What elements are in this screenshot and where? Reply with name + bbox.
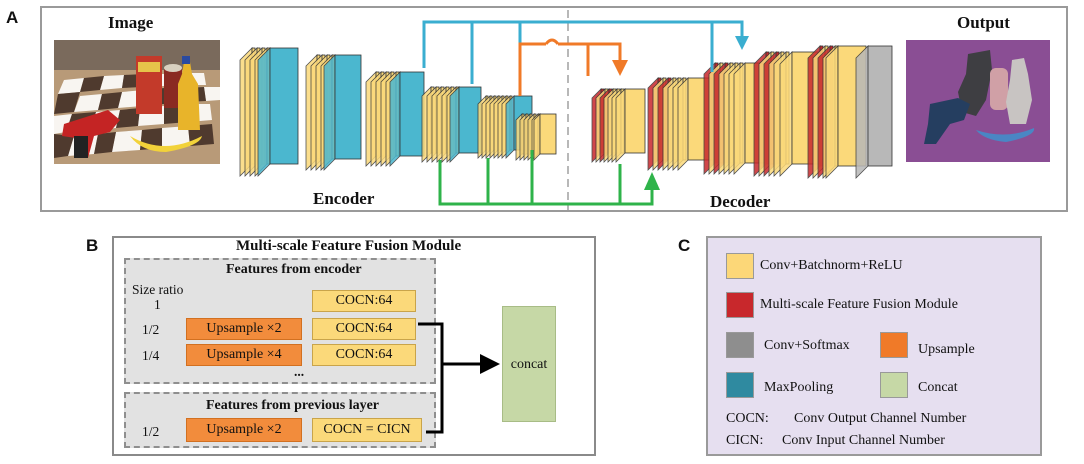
decoder-label: Decoder: [710, 192, 771, 211]
legend-swatch-conv-bn-relu: [726, 253, 754, 279]
legend-swatch-upsample: [880, 332, 908, 358]
prev-upsample-box: Upsample ×2: [186, 418, 302, 442]
green-arrowhead: [644, 172, 660, 190]
enc2-pool: [323, 54, 362, 171]
cocn-box-1: COCN:64: [312, 290, 416, 312]
dec4-end: [779, 51, 823, 177]
image-title: Image: [108, 13, 154, 32]
network-layers: [239, 10, 893, 210]
fusion-module-title: Multi-scale Feature Fusion Module: [236, 238, 462, 254]
output-title: Output: [957, 13, 1010, 32]
panel-c-letter: C: [678, 236, 691, 255]
cocn-cicn-box: COCN = CICN: [312, 418, 422, 442]
orange-skip-connections: [518, 38, 622, 96]
legend-label-conv-bn-relu: Conv+Batchnorm+ReLU: [760, 258, 903, 273]
orange-arrowhead: [612, 60, 628, 76]
size-ratio-label: Size ratio: [132, 282, 184, 297]
cicn-definition: Conv Input Channel Number: [782, 433, 945, 448]
panel-b-letter: B: [86, 236, 99, 255]
legend-panel: [706, 236, 1042, 456]
legend-label-concat: Concat: [918, 380, 958, 395]
cocn-definition: Conv Output Channel Number: [794, 411, 967, 426]
ellipsis: ...: [294, 364, 305, 379]
legend-swatch-maxpooling: [726, 372, 754, 398]
concat-box: concat: [502, 306, 556, 422]
upsample-x4-box: Upsample ×4: [186, 344, 302, 366]
dec1-end: [615, 88, 646, 163]
panel-a-letter: A: [6, 8, 19, 27]
legend-label-fusion-module: Multi-scale Feature Fusion Module: [760, 297, 958, 312]
encoder-features-title: Features from encoder: [226, 262, 362, 277]
legend-swatch-concat: [880, 372, 908, 398]
legend-swatch-fusion-module: [726, 292, 754, 318]
enc1-pool: [257, 47, 299, 177]
ratio-1: 1: [154, 297, 161, 312]
input-image: [54, 40, 220, 164]
output-segmentation: [906, 40, 1050, 162]
encoder-label: Encoder: [313, 189, 375, 208]
softmax-slab: [855, 45, 893, 179]
enc6-end: [533, 113, 557, 161]
enc3-pool: [389, 71, 425, 167]
enc4-pool: [449, 86, 482, 163]
upsample-x2-box: Upsample ×2: [186, 318, 302, 340]
legend-label-maxpooling: MaxPooling: [764, 380, 834, 395]
legend-label-conv-softmax: Conv+Softmax: [764, 338, 850, 353]
blue-arrowhead: [735, 36, 749, 50]
prev-ratio: 1/2: [142, 424, 160, 439]
network-architecture-panel: [40, 6, 1068, 212]
cicn-key: CICN:: [726, 433, 764, 448]
cocn-key: COCN:: [726, 411, 769, 426]
previous-features-title: Features from previous layer: [206, 398, 380, 413]
legend-swatch-conv-softmax: [726, 332, 754, 358]
cocn-box-3: COCN:64: [312, 344, 416, 366]
ratio-1-4: 1/4: [142, 348, 160, 363]
green-skip-connections: [438, 150, 654, 206]
ratio-1-2: 1/2: [142, 322, 160, 337]
legend-label-upsample: Upsample: [918, 342, 975, 357]
cocn-box-2: COCN:64: [312, 318, 416, 340]
